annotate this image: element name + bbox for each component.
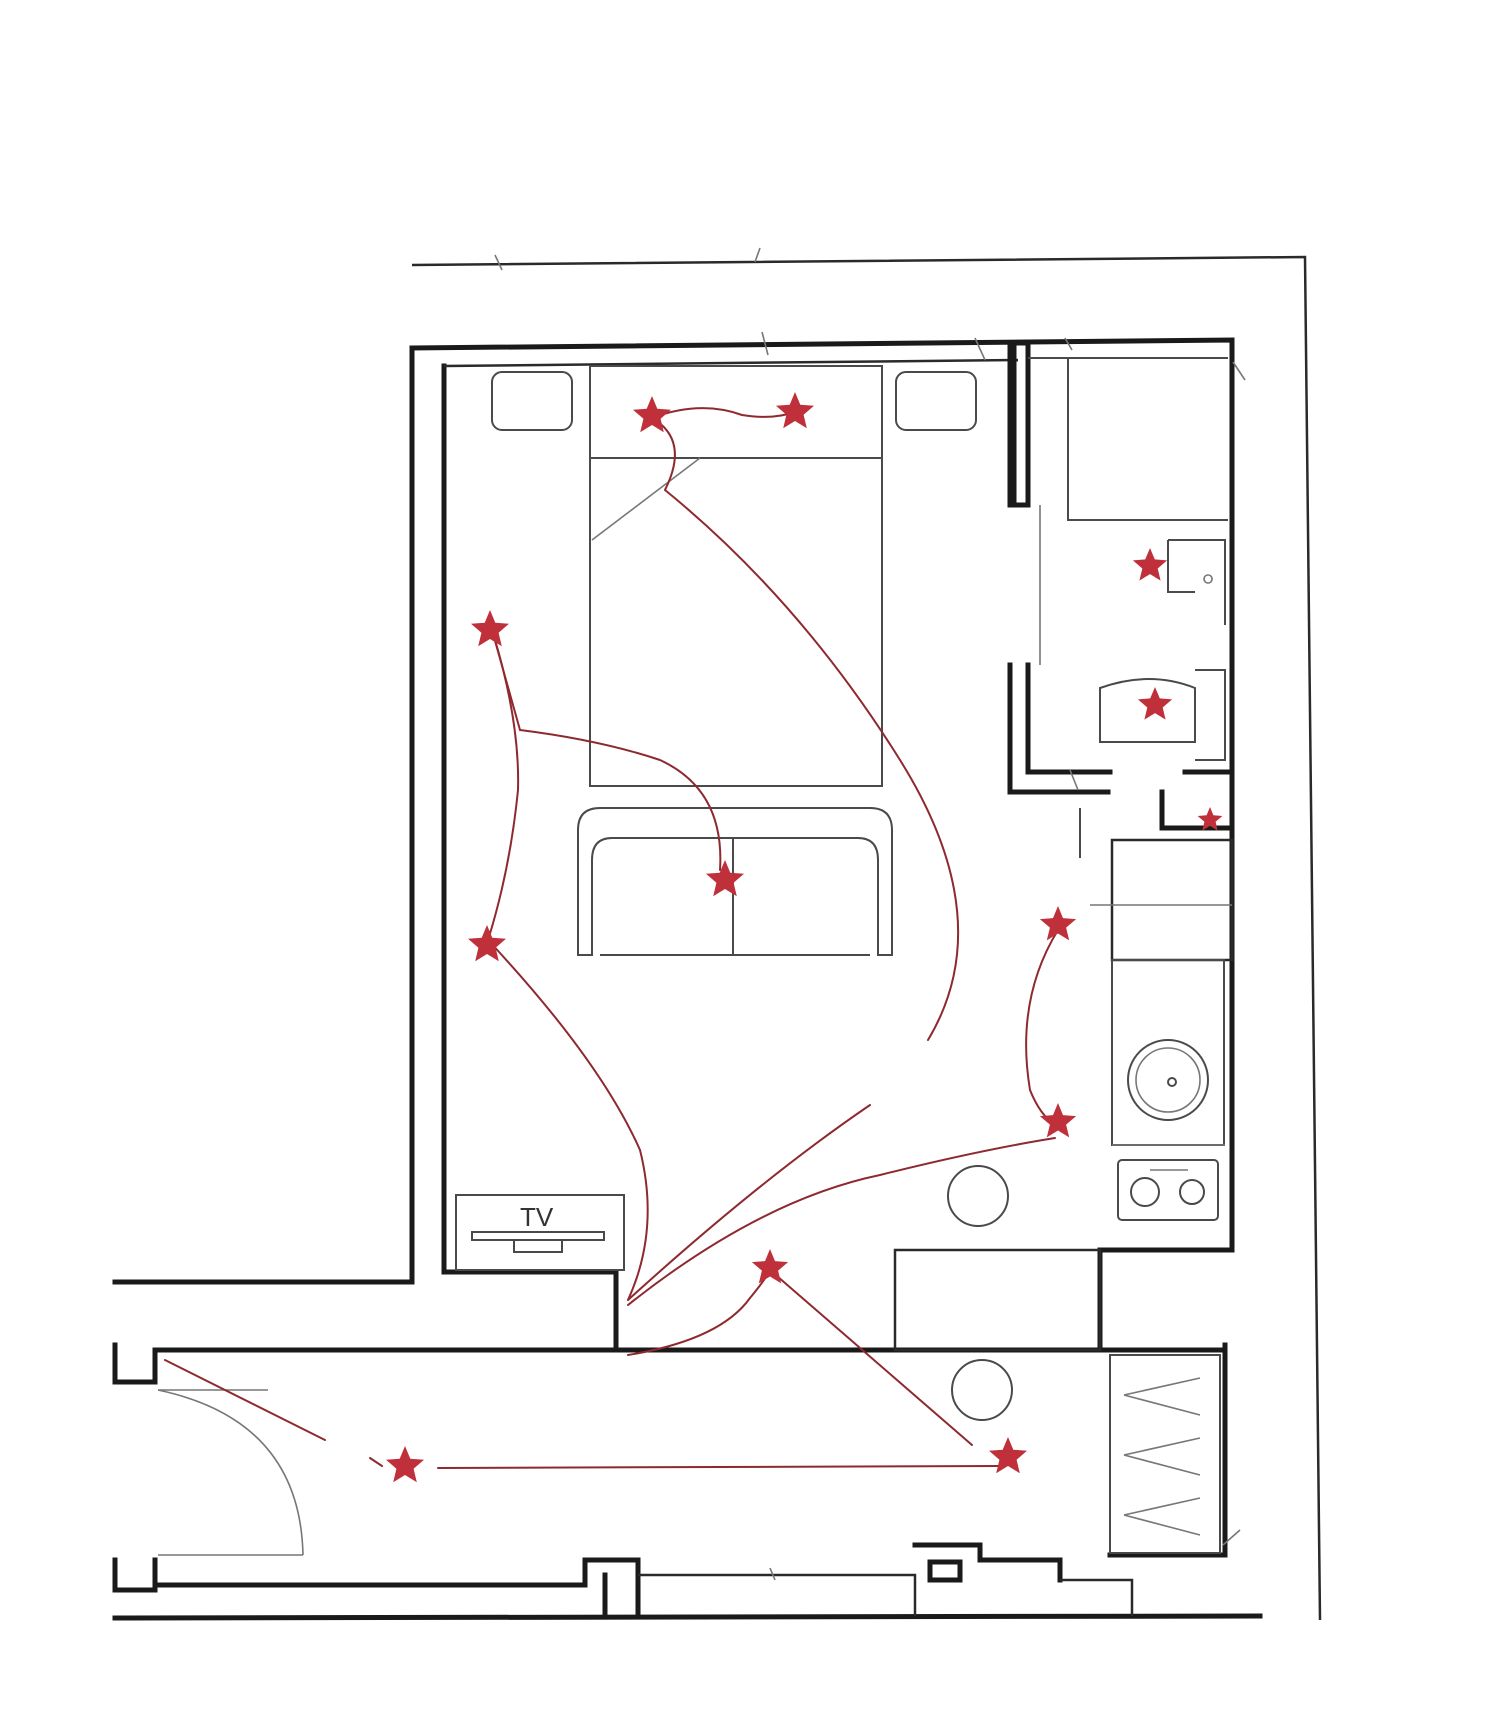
dining-area <box>893 1165 1102 1421</box>
wiring <box>164 407 1059 1469</box>
star-icon <box>386 1446 424 1483</box>
wall-ticks <box>494 247 1246 1581</box>
star-icon <box>633 396 671 433</box>
star-icon <box>751 1249 789 1284</box>
wardrobe <box>1109 1354 1221 1554</box>
star-icon <box>471 610 509 647</box>
star-icon <box>1039 1103 1077 1138</box>
star-icon <box>468 925 506 962</box>
outlet-markers <box>386 392 1223 1483</box>
star-icon <box>1132 548 1168 581</box>
star-icon <box>776 392 814 429</box>
kitchenette <box>1079 808 1235 1353</box>
bathroom <box>1028 357 1228 761</box>
entry-door <box>157 1389 304 1556</box>
star-icon <box>1039 906 1077 941</box>
sofa <box>577 807 893 956</box>
bed <box>491 365 977 787</box>
bedroom-walls <box>443 340 1235 831</box>
star-icon <box>1197 807 1223 831</box>
star-icon <box>706 860 744 897</box>
tv-unit: TV <box>455 1194 625 1271</box>
star-icon <box>1137 687 1173 720</box>
exterior-walls <box>112 255 1322 1621</box>
star-icon <box>989 1437 1027 1474</box>
tv-label: TV <box>520 1202 554 1232</box>
